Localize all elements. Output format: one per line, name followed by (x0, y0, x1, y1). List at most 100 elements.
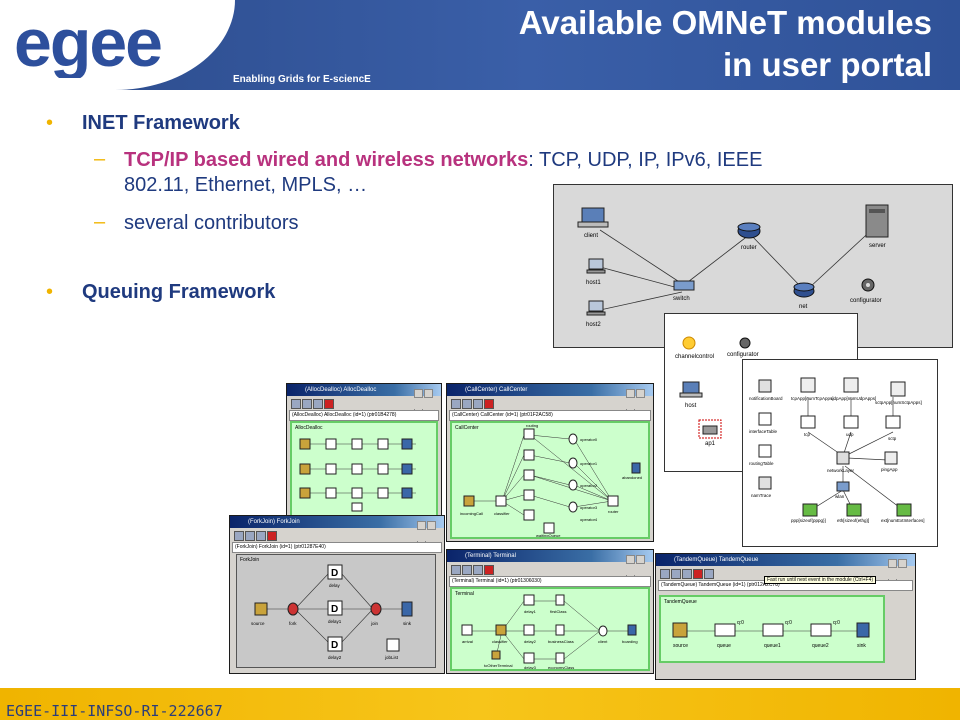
window-title[interactable]: (AllocDealloc) AllocDealloc (287, 384, 441, 396)
node-arrival: arrival (462, 639, 473, 644)
window-controls[interactable] (625, 385, 651, 416)
queue2-count: q:0 (833, 620, 840, 626)
module-canvas: CallCenter incomingCall classifier routi… (450, 421, 650, 539)
step-icon[interactable] (302, 399, 312, 409)
node-ext: ext[numExtInterfaces] (881, 518, 925, 523)
step-icon[interactable] (462, 399, 472, 409)
node-channelcontrol: channelcontrol (675, 354, 714, 360)
window-title[interactable]: (TandemQueue) TandemQueue (656, 554, 915, 566)
node-sctpapp: sctpApp[numSctpApps] (875, 400, 922, 405)
bullet-dot: • (46, 281, 54, 303)
toolbar (449, 398, 651, 409)
node-routingtable: routingTable (749, 461, 774, 466)
sub-bullet-highlight: TCP/IP based wired and wireless networks (124, 149, 529, 171)
module-name: Terminal (455, 591, 474, 597)
minimize-button[interactable] (417, 521, 426, 530)
module-path-field[interactable]: (Terminal) Terminal (id=1) (ptr01306030) (449, 576, 651, 587)
node-tootherterminal: toOtherTerminal (484, 663, 513, 668)
app-icon (800, 377, 816, 393)
allocdealloc-diagram (299, 438, 416, 512)
node-interfacetable: interfaceTable (749, 429, 778, 434)
fast-run-icon[interactable] (313, 399, 323, 409)
module-path-field[interactable]: (AllocDealloc) AllocDealloc (id=1) (ptr0… (289, 410, 439, 421)
stop-icon[interactable] (484, 565, 494, 575)
host-internals-diagram: notificationBoard interfaceTable routing… (749, 377, 925, 523)
sub-bullet-rest: : TCP, UDP, IP, IPv6, IEEE (528, 149, 763, 171)
node-networklayer: networkLayer (827, 468, 855, 473)
maximize-button[interactable] (636, 555, 645, 564)
node-queue2: queue2 (812, 643, 829, 649)
maximize-button[interactable] (898, 559, 907, 568)
host-internals-screenshot: notificationBoard interfaceTable routing… (742, 359, 938, 547)
protocol-icon (843, 415, 859, 429)
module-path-field[interactable]: (ForkJoin) ForkJoin (id=1) (ptr01287E40) (232, 542, 442, 553)
logo-background: egee (0, 0, 235, 90)
fast-run-icon[interactable] (473, 399, 483, 409)
protocol-icon (885, 415, 901, 429)
app-icon (890, 381, 906, 397)
step-icon[interactable] (462, 565, 472, 575)
module-name: TandemQueue (664, 599, 697, 605)
footer-bar: EGEE-III-INFSO-RI-222667 (0, 688, 960, 720)
zoom-icon[interactable] (704, 569, 714, 579)
minimize-button[interactable] (626, 389, 635, 398)
gear-icon (861, 278, 875, 292)
fast-run-icon[interactable] (256, 531, 266, 541)
maximize-button[interactable] (424, 389, 433, 398)
minimize-button[interactable] (626, 555, 635, 564)
svg-text:D: D (331, 604, 338, 615)
svg-text:D: D (331, 640, 338, 651)
window-controls[interactable] (625, 551, 651, 582)
node-abandoned: abandoned (622, 475, 642, 480)
run-icon[interactable] (291, 399, 301, 409)
node-sink: sink (403, 621, 412, 626)
stop-icon[interactable] (693, 569, 703, 579)
server-icon (865, 204, 889, 238)
run-icon[interactable] (451, 565, 461, 575)
fast-run-icon[interactable] (682, 569, 692, 579)
run-icon[interactable] (234, 531, 244, 541)
stop-icon[interactable] (484, 399, 494, 409)
window-controls[interactable] (416, 517, 442, 548)
window-title[interactable]: (ForkJoin) ForkJoin (230, 516, 444, 528)
maximize-button[interactable] (427, 521, 436, 530)
title-line-2: in user portal (722, 46, 932, 83)
run-icon[interactable] (451, 399, 461, 409)
run-icon[interactable] (660, 569, 670, 579)
router-icon (793, 282, 815, 298)
stop-icon[interactable] (324, 399, 334, 409)
node-namtrace: namTrace (751, 493, 772, 498)
window-title[interactable]: (Terminal) Terminal (447, 550, 653, 562)
window-title[interactable]: (CallCenter) CallCenter (447, 384, 653, 396)
node-router: router (608, 509, 619, 514)
step-icon[interactable] (245, 531, 255, 541)
window-terminal: (Terminal) Terminal (Terminal) Terminal … (446, 549, 654, 674)
minimize-button[interactable] (414, 389, 423, 398)
minimize-button[interactable] (888, 559, 897, 568)
maximize-button[interactable] (636, 389, 645, 398)
project-id: EGEE-III-INFSO-RI-222667 (6, 702, 223, 720)
node-server: server (869, 243, 886, 249)
protocol-icon (800, 415, 816, 429)
fast-run-icon[interactable] (473, 565, 483, 575)
window-controls[interactable] (413, 385, 439, 416)
node-tcp: tcp (804, 432, 811, 437)
network-layer-icon (836, 451, 850, 465)
node-router: router (741, 245, 757, 251)
node-queue: queue (717, 643, 731, 649)
node-delay: delay (329, 583, 341, 588)
node-pingapp: pingApp (881, 467, 898, 472)
node-configurator: configurator (850, 298, 882, 304)
node-operator2: operator2 (580, 483, 598, 488)
terminal-diagram: arrival classifier delay1 delay2 delay3 … (461, 594, 638, 669)
module-path-field[interactable]: (CallCenter) CallCenter (id=1) (ptr01F2A… (449, 410, 651, 421)
window-controls[interactable] (887, 555, 913, 586)
toolbar-tooltip: Fast run until next event in the module … (764, 576, 877, 584)
node-operator4: operator4 (580, 517, 598, 522)
wireless-nic-icon (836, 481, 850, 492)
node-ap1: ap1 (705, 441, 716, 447)
step-icon[interactable] (671, 569, 681, 579)
module-canvas: TandemQueue q:0 q:0 q:0 source queue que… (659, 595, 885, 663)
stop-icon[interactable] (267, 531, 277, 541)
